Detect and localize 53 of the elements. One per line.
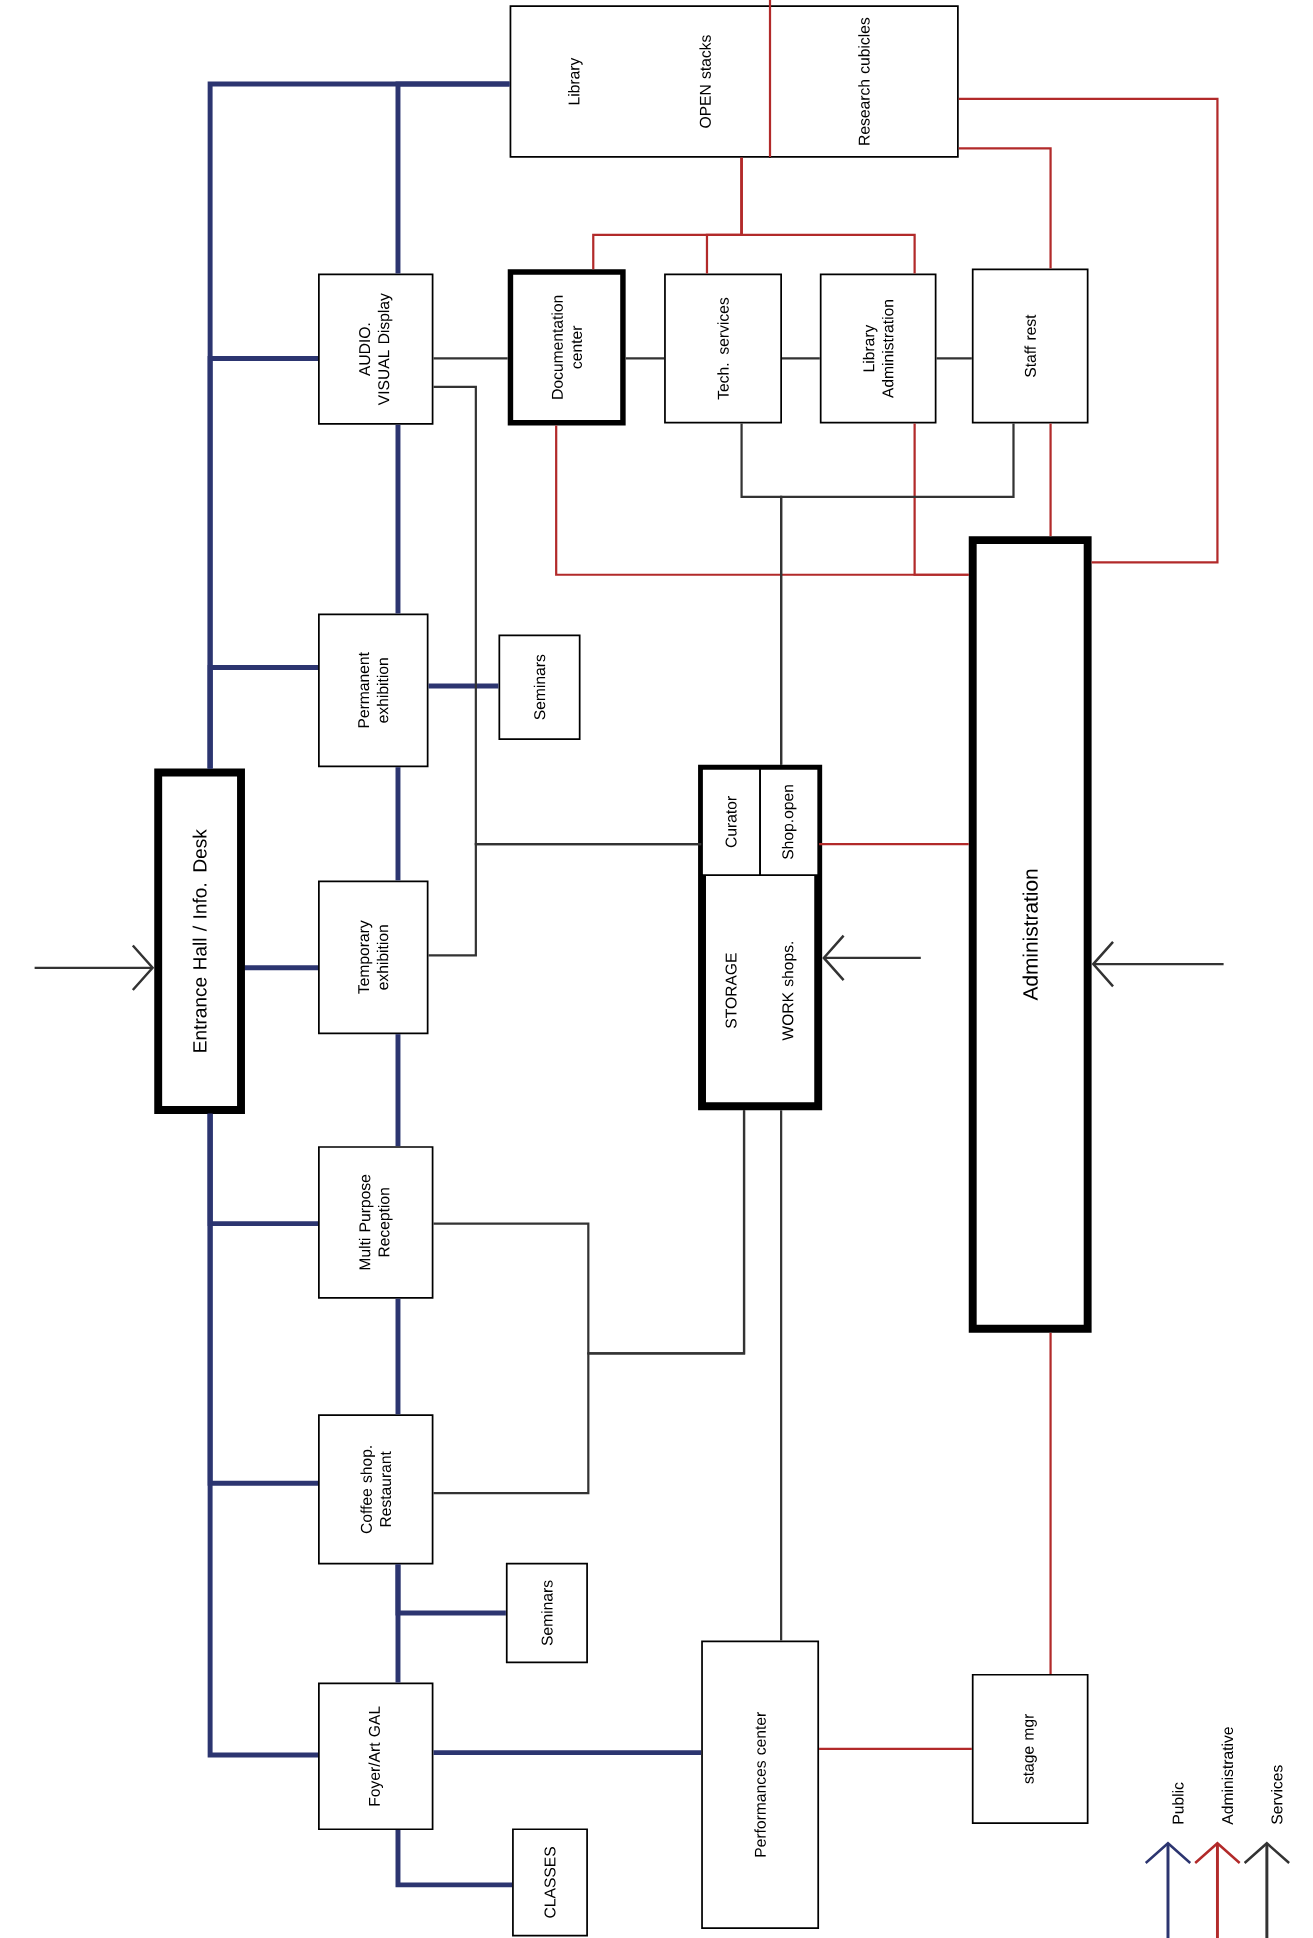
connector-line — [428, 683, 499, 689]
connector-line — [780, 423, 1015, 765]
connector-line — [207, 664, 319, 769]
room-box: Seminars — [498, 634, 581, 740]
legend-label: Administrative — [1221, 1727, 1234, 1825]
connector-line — [913, 423, 969, 576]
room-box: Foyer/Art GAL — [318, 1682, 434, 1831]
room-box: CLASSES — [512, 1828, 589, 1937]
connector-line — [740, 157, 916, 274]
connector-line — [819, 1747, 973, 1750]
connector-line — [936, 357, 973, 360]
room-box: Library Administration — [820, 273, 937, 424]
room-box: Tech. services — [664, 273, 783, 424]
connector-line — [958, 97, 1219, 564]
connector-line — [34, 944, 155, 991]
connector-line — [780, 1110, 783, 1641]
room-box: Curator — [701, 767, 762, 876]
room-box: Seminars — [506, 1562, 589, 1664]
connector-line — [245, 965, 319, 971]
connector-line — [1091, 941, 1224, 988]
connector-line — [395, 81, 510, 274]
connector-line — [395, 424, 401, 614]
connector-line — [822, 934, 921, 981]
connector-line — [433, 1750, 702, 1756]
room-box: Performances center — [701, 1640, 820, 1929]
room-box: Documentation center — [507, 269, 626, 426]
connector-line — [395, 1564, 507, 1616]
room-box: Administration — [968, 536, 1092, 1333]
legend-label: Public — [1172, 1782, 1184, 1824]
room-box: Entrance Hall / Info. Desk — [154, 768, 246, 1114]
room-box: Multi Purpose Reception — [318, 1146, 434, 1299]
connector-line — [433, 1110, 746, 1495]
connector-line — [1049, 1332, 1052, 1674]
connector-line — [395, 1034, 401, 1147]
room-box: Permanent exhibition — [318, 613, 429, 768]
connector-line — [625, 357, 665, 360]
room-box: Shop.open — [759, 767, 820, 876]
connector-line — [958, 147, 1052, 269]
connector-line — [207, 1113, 319, 1758]
connector-line — [395, 767, 401, 881]
connector-line — [395, 1298, 401, 1415]
room-box: Coffee shop. Restaurant — [318, 1414, 434, 1565]
room-box: Staff rest — [972, 268, 1089, 424]
connector-line — [428, 843, 702, 957]
legend-label: Services — [1271, 1765, 1283, 1824]
connector-line — [395, 1830, 513, 1888]
connector-line — [1049, 423, 1052, 537]
connector-line — [819, 843, 969, 846]
connector-line — [433, 357, 508, 360]
room-box: Temporary exhibition — [318, 880, 429, 1035]
connector-line — [782, 357, 820, 360]
room-box: stage mgr — [972, 1673, 1089, 1824]
room-box: AUDIO. VISUAL Display — [318, 273, 434, 425]
